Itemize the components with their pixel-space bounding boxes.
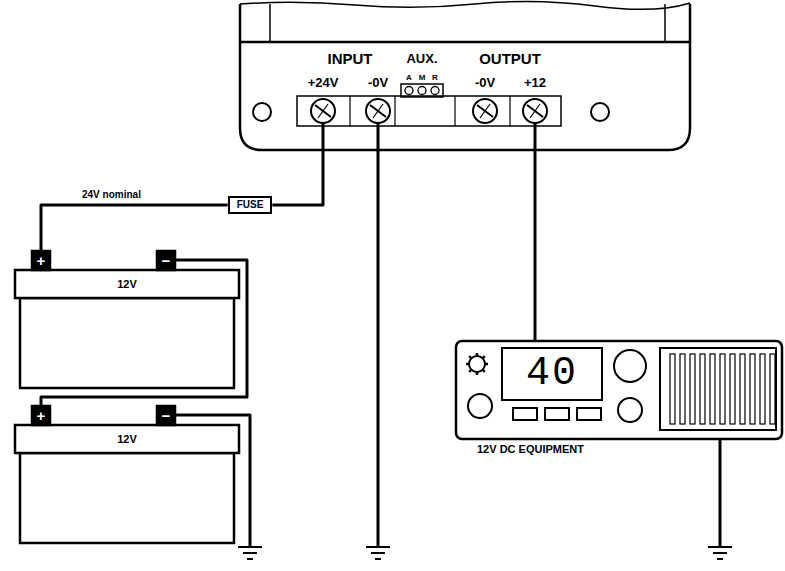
button [545, 408, 569, 420]
housing-body [240, 4, 690, 150]
terminal-screw [366, 99, 390, 123]
part-label: 12V DC EQUIPMENT [477, 444, 584, 455]
grille-slot [670, 354, 675, 424]
grille-slot [750, 354, 755, 424]
wire [272, 152, 323, 205]
battery: 12V [12, 405, 242, 545]
terminal-strip [297, 96, 561, 126]
display-digits: 40 [526, 354, 578, 394]
terminal-label: +12 [524, 76, 546, 89]
battery-lid [15, 270, 239, 298]
wire [41, 205, 228, 250]
radio-body [456, 341, 782, 439]
terminal [32, 406, 50, 425]
grille-slot [760, 354, 765, 424]
terminal [32, 251, 50, 270]
part-label: 12V [117, 279, 137, 290]
terminal-divider [509, 96, 510, 126]
fuse-box: FUSE [228, 196, 273, 214]
ground-wire [719, 438, 722, 546]
display [502, 348, 602, 400]
panel-line [664, 4, 666, 42]
terminal-sign: − [162, 253, 171, 268]
terminal-divider [394, 96, 395, 126]
converter-housing: INPUT +24V -0V AUX. AMR OUTPUT -0V +12 [235, 0, 695, 152]
panel-line [240, 41, 690, 44]
grille-slot [710, 354, 715, 424]
aux-block [401, 84, 443, 97]
terminal [157, 251, 175, 270]
mounting-hole [591, 103, 609, 121]
ground-symbol [366, 547, 390, 559]
mounting-hole [253, 103, 271, 121]
radio-outline [455, 340, 783, 440]
terminal-stub [534, 123, 537, 152]
terminal-label: A [406, 74, 412, 82]
ground-wire [377, 148, 380, 546]
terminal-sign: − [162, 408, 171, 423]
ground-symbol [238, 547, 262, 559]
terminal-screw [311, 99, 335, 123]
battery-lid [15, 425, 239, 453]
terminal-label: -0V [368, 76, 388, 89]
aux-screw [405, 87, 413, 95]
terminal-divider [349, 96, 350, 126]
grille-slot [680, 354, 685, 424]
terminal-label: OUTPUT [479, 51, 541, 66]
terminal-label: AUX. [406, 52, 437, 65]
battery: 12V [12, 250, 242, 390]
terminal [157, 406, 175, 425]
battery-body [20, 298, 234, 388]
knob [618, 398, 642, 422]
knob [614, 350, 646, 382]
grille-slot [770, 354, 775, 424]
ground-symbol [708, 547, 732, 559]
terminal-label: +24V [308, 76, 339, 89]
terminal-screw [523, 99, 547, 123]
terminal-label: -0V [475, 76, 495, 89]
terminal-label: M [419, 74, 426, 82]
button [577, 408, 601, 420]
battery-outline [12, 405, 242, 545]
part-label: FUSE [237, 200, 264, 210]
speaker-grille [660, 348, 776, 430]
aux-screw [418, 87, 426, 95]
gear-knob [466, 353, 488, 375]
terminal-screw [473, 99, 497, 123]
terminal-sign: + [37, 253, 46, 268]
button [513, 408, 537, 420]
terminal-stub [322, 123, 325, 152]
battery-body [20, 453, 234, 543]
grille-slot [690, 354, 695, 424]
radio-equipment: 4012V DC EQUIPMENT [455, 340, 783, 440]
battery-outline [12, 250, 242, 390]
wire [534, 152, 537, 340]
aux-screw [431, 87, 439, 95]
grille-slot [720, 354, 725, 424]
housing-outline [235, 0, 695, 152]
housing-top-edge [240, 1, 690, 9]
knob [468, 394, 492, 418]
terminal-divider [454, 96, 455, 126]
terminal-sign: + [37, 408, 46, 423]
panel-line [269, 4, 271, 42]
part-label: 12V [117, 434, 137, 445]
terminal-label: INPUT [328, 51, 373, 66]
terminal-label: R [432, 74, 438, 82]
grille-slot [730, 354, 735, 424]
grille-slot [700, 354, 705, 424]
terminal-stub [377, 123, 380, 152]
wire-label: 24V nominal [80, 190, 143, 200]
grille-slot [740, 354, 745, 424]
